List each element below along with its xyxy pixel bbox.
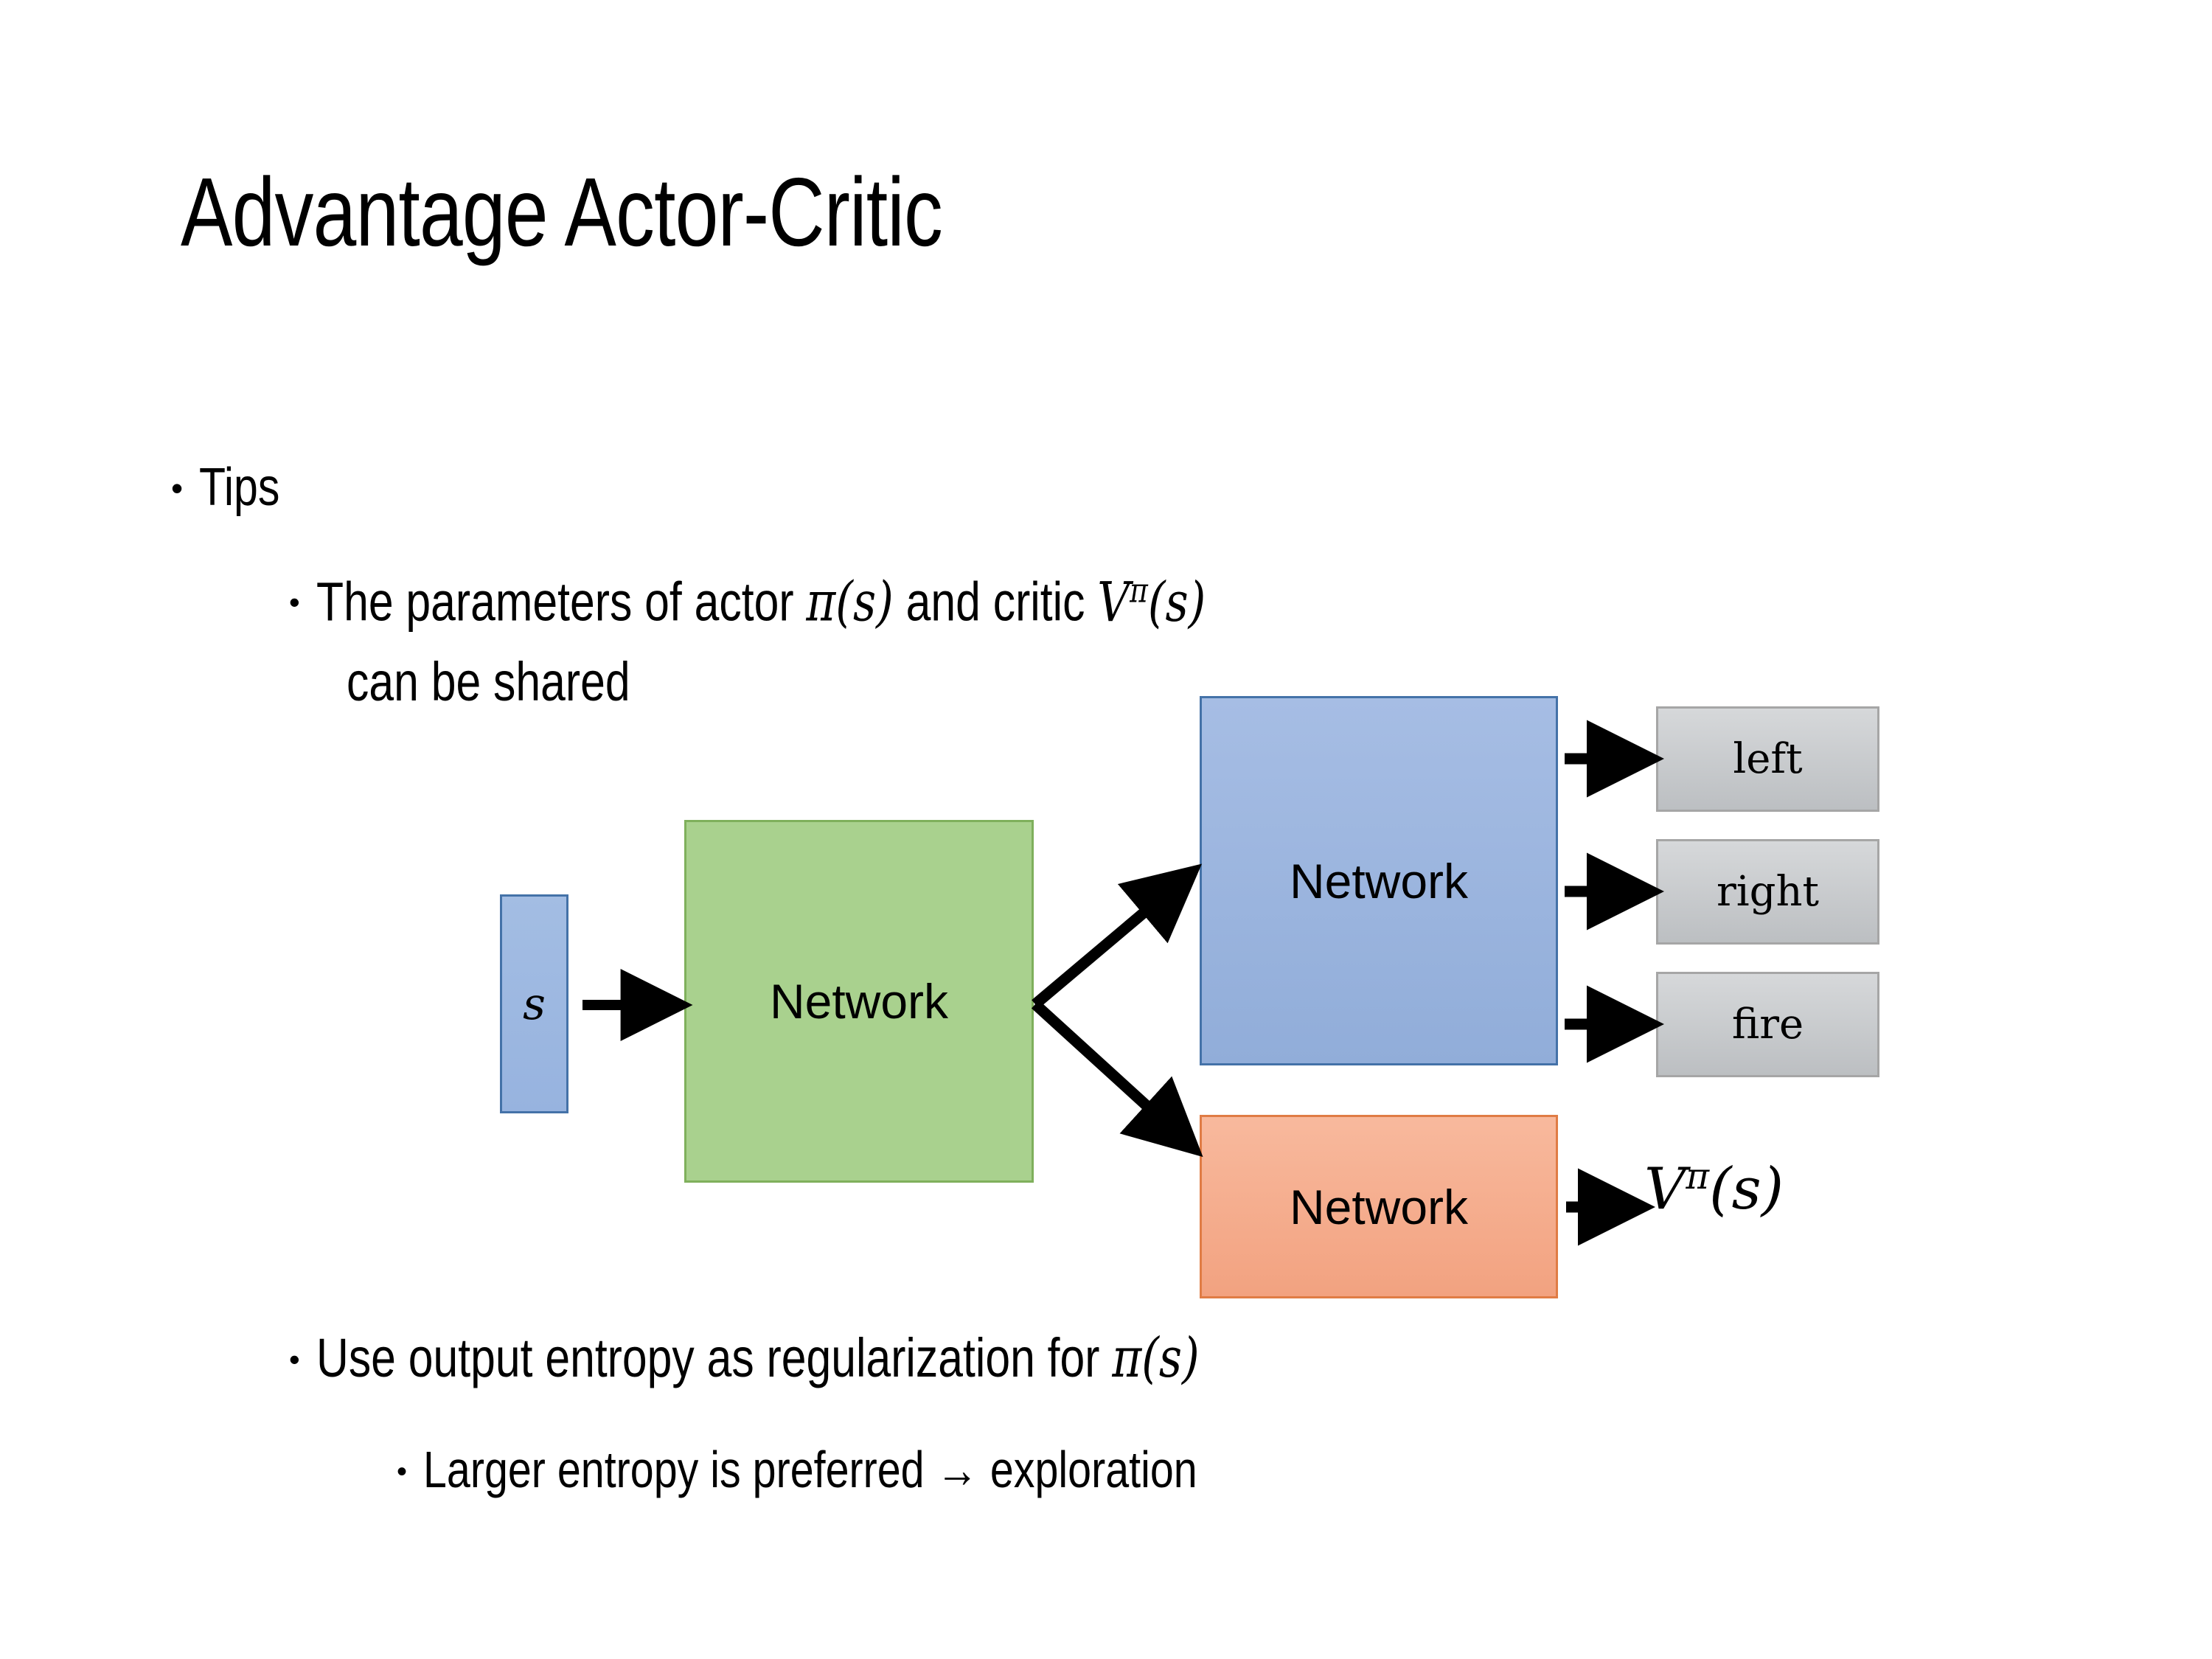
bullet-entropy-prefix: Use output entropy as regularization for xyxy=(316,1327,1113,1388)
action-left-label: left xyxy=(1733,735,1803,783)
actor-policy-math: π(s) xyxy=(806,570,894,634)
action-output-right: right xyxy=(1656,839,1879,945)
entropy-policy-math: π(s) xyxy=(1112,1326,1200,1390)
critic-value-base: V xyxy=(1097,570,1130,634)
page-title: Advantage Actor-Critic xyxy=(181,158,943,266)
bullet-parameters-middle: and critic xyxy=(893,571,1098,633)
critic-network-label: Network xyxy=(1289,1179,1469,1234)
bullet-entropy-text: Use output entropy as regularization for… xyxy=(316,1331,1200,1386)
critic-value-argument: (s) xyxy=(1147,570,1206,634)
arrow-shared-to-actor xyxy=(1032,863,1203,1009)
critic-value-math: Vπ(s) xyxy=(1097,571,1206,634)
critic-network-box: Network xyxy=(1200,1115,1558,1298)
critic-output-superscript: π xyxy=(1686,1156,1710,1197)
critic-output-argument: (s) xyxy=(1709,1156,1784,1222)
actor-network-box: Network xyxy=(1200,696,1558,1065)
bullet-parameters-prefix: The parameters of actor xyxy=(316,571,807,633)
action-output-fire: fire xyxy=(1656,972,1879,1077)
bullet-marker-icon: • xyxy=(289,1342,300,1377)
actor-network-label: Network xyxy=(1289,853,1469,908)
bullet-marker-icon: • xyxy=(397,1455,408,1488)
bullet-tips: • Tips xyxy=(171,461,297,514)
bullet-tips-label: Tips xyxy=(199,458,280,517)
critic-value-superscript: π xyxy=(1129,570,1148,610)
shared-network-label: Network xyxy=(769,974,949,1029)
bullet-parameters-shared: • The parameters of actor π(s) and criti… xyxy=(289,571,1401,633)
action-right-label: right xyxy=(1716,868,1820,916)
bullet-entropy-regularization: • Use output entropy as regularization f… xyxy=(289,1331,1393,1386)
bullet-parameters-line2: can be shared xyxy=(347,651,630,712)
action-fire-label: fire xyxy=(1731,1001,1804,1048)
bullet-parameters-text: The parameters of actor π(s) and critic … xyxy=(316,571,1206,633)
critic-output-value-math: Vπ(s) xyxy=(1644,1156,1784,1222)
bullet-marker-icon: • xyxy=(171,469,184,507)
arrow-shared-to-critic xyxy=(1031,1000,1203,1158)
shared-network-box: Network xyxy=(684,820,1034,1183)
bullet-marker-icon: • xyxy=(289,585,300,619)
action-output-left: left xyxy=(1656,706,1879,812)
state-input-box: s xyxy=(500,894,568,1113)
critic-output-base: V xyxy=(1644,1156,1686,1222)
bullet-larger-entropy-label: Larger entropy is preferred → exploratio… xyxy=(423,1441,1197,1498)
bullet-larger-entropy: • Larger entropy is preferred → explorat… xyxy=(397,1444,1367,1495)
state-label: s xyxy=(523,978,546,1030)
